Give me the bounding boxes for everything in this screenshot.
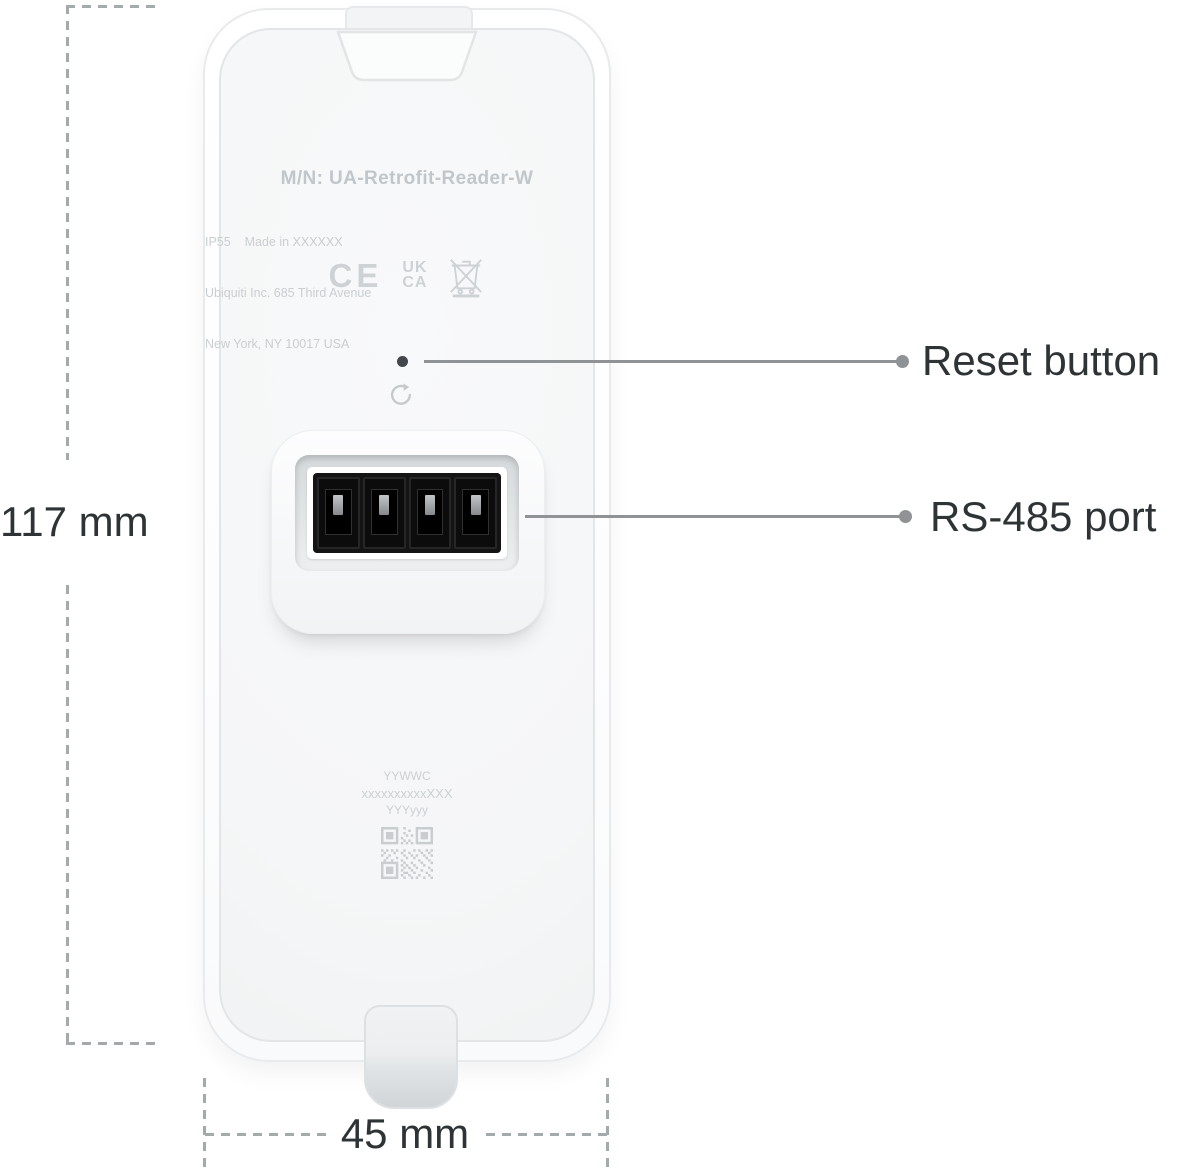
terminal-3 (408, 477, 452, 549)
rs485-callout-label: RS-485 port (930, 493, 1157, 540)
width-dim-label: 45 mm (340, 1110, 470, 1157)
width-dim-line-left (205, 1133, 327, 1136)
width-dim-tick-left (203, 1078, 206, 1172)
height-dim-line-lower (66, 585, 69, 1043)
terminal-4 (454, 477, 497, 549)
weee-bin-icon (447, 252, 485, 298)
serial-line-3: YYYyyy (385, 803, 428, 817)
rs485-connector[interactable] (313, 473, 501, 553)
terminal-1 (317, 477, 360, 549)
device-info-text: IP55 Made in XXXXXX Ubiquiti Inc. 685 Th… (205, 200, 609, 387)
serial-line-2: xxxxxxxxxxXXX (361, 786, 453, 801)
serial-line-1: YYWWC (383, 769, 431, 783)
height-dim-line-upper (66, 5, 69, 460)
width-dim-line-right (486, 1133, 608, 1136)
ukca-top: UK (402, 259, 428, 276)
reset-callout-dot (896, 355, 909, 368)
device-body: M/N: UA-Retrofit-Reader-W IP55 Made in X… (203, 6, 611, 1109)
ukca-bottom: CA (402, 274, 428, 291)
reset-callout-line (424, 360, 898, 363)
info-line-ip: IP55 Made in XXXXXX (205, 235, 343, 249)
mounting-tab-bottom (364, 1005, 458, 1109)
info-line-address: Ubiquiti Inc. 685 Third Avenue (205, 286, 372, 300)
port-baseplate (307, 467, 507, 559)
qr-code-icon (205, 827, 609, 879)
rs485-callout-dot (899, 510, 912, 523)
top-clip-icon (332, 30, 482, 84)
height-dim-tick-bottom (66, 1042, 158, 1045)
width-dim-tick-right (606, 1078, 609, 1172)
height-dim-tick-top (66, 5, 158, 8)
ce-mark-icon: CE (328, 256, 383, 294)
serial-block: YYWWC xxxxxxxxxxXXX YYYyyy (205, 768, 609, 879)
reset-button-hole[interactable] (397, 356, 408, 367)
ukca-mark-icon: UK CA (402, 259, 428, 291)
info-line-city: New York, NY 10017 USA (205, 337, 350, 351)
height-dim-label: 117 mm (0, 498, 149, 545)
port-recess (295, 455, 519, 571)
reset-arrow-icon (388, 382, 414, 408)
model-number-text: M/N: UA-Retrofit-Reader-W (280, 168, 534, 189)
terminal-2 (362, 477, 406, 549)
reset-callout-label: Reset button (922, 337, 1161, 384)
rs485-port-assembly (271, 430, 545, 634)
certification-marks: CE UK CA (205, 252, 609, 298)
rs485-callout-line (525, 515, 905, 518)
